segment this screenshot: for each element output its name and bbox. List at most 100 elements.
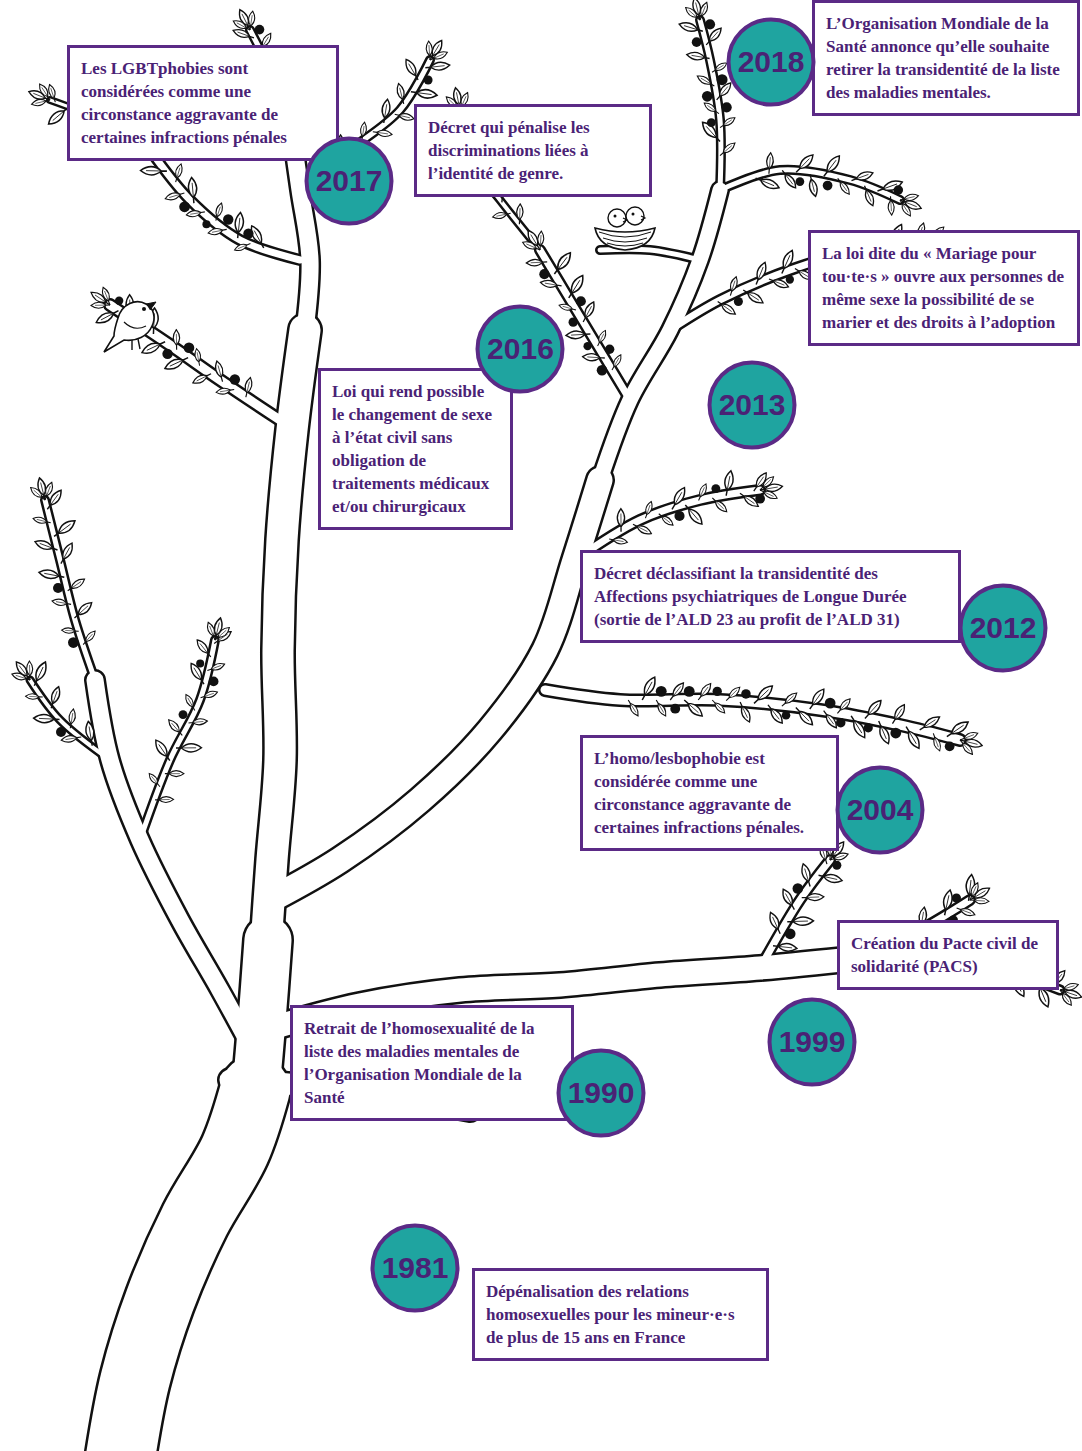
berry <box>711 484 720 493</box>
leaf <box>200 689 219 700</box>
leaf <box>206 661 225 673</box>
leaf <box>610 353 624 371</box>
leaf <box>233 241 251 253</box>
berry <box>864 723 873 732</box>
leaf <box>232 27 255 41</box>
year-circle: 2012 <box>958 583 1048 673</box>
leaf <box>31 660 50 687</box>
branch-outline <box>150 150 300 260</box>
year-label: 1990 <box>568 1076 635 1110</box>
year-label: 2018 <box>738 45 805 79</box>
berry <box>741 689 751 699</box>
leaf <box>741 287 765 306</box>
leaf <box>862 698 884 721</box>
leaf <box>188 177 198 203</box>
berry <box>795 177 804 186</box>
leaf <box>194 638 213 659</box>
berry <box>707 118 716 127</box>
leaf <box>657 511 675 527</box>
leaf <box>247 11 256 31</box>
year-circle: 2017 <box>304 136 394 226</box>
leaf <box>897 198 912 217</box>
leaf <box>773 942 798 952</box>
leaf <box>1059 982 1079 993</box>
leaf <box>835 697 852 715</box>
leaf <box>682 697 705 719</box>
leaf <box>380 99 391 124</box>
leaf <box>767 911 783 935</box>
berry <box>702 91 713 102</box>
berry <box>825 698 836 709</box>
nest <box>595 207 655 250</box>
branch-outline <box>120 1090 255 1451</box>
leaf <box>67 708 76 728</box>
leaf <box>100 286 112 306</box>
year-circle: 1981 <box>370 1223 460 1313</box>
leaf <box>565 273 586 300</box>
berry <box>68 637 79 648</box>
leaf <box>38 568 65 581</box>
berry <box>684 686 695 697</box>
berry <box>836 718 846 728</box>
event-text: La loi dite du « Mariage pour tou·te·s »… <box>822 242 1066 334</box>
leaf <box>737 701 753 724</box>
berry <box>243 229 253 239</box>
leaf <box>617 509 624 532</box>
year-circle: 2013 <box>707 360 797 450</box>
leaf <box>33 714 59 723</box>
year-label: 2013 <box>719 388 786 422</box>
berry <box>890 728 901 739</box>
berry <box>705 19 715 29</box>
leaf <box>216 387 235 396</box>
leaf <box>595 329 608 347</box>
leaf <box>818 872 843 885</box>
leaf <box>704 26 724 48</box>
leaf <box>516 204 523 225</box>
event-text: Décret qui pénalise les discriminations … <box>428 116 638 185</box>
leaf <box>213 625 231 642</box>
leaf <box>753 261 769 286</box>
year-label: 2012 <box>970 611 1037 645</box>
leaf <box>684 5 702 22</box>
leaf <box>194 348 202 366</box>
leaf <box>668 681 687 702</box>
berry <box>692 37 702 47</box>
year-circle: 1999 <box>767 997 857 1087</box>
leaf <box>697 1 709 21</box>
year-circle: 2004 <box>835 765 925 855</box>
berry <box>782 711 791 720</box>
leaf <box>754 174 780 191</box>
branch-body <box>150 150 300 260</box>
leaf <box>566 330 591 339</box>
leaf <box>37 82 52 101</box>
berry <box>597 365 608 376</box>
leaf <box>956 905 976 918</box>
leaf <box>703 101 721 116</box>
event-box: La loi dite du « Mariage pour tou·te·s »… <box>808 230 1080 346</box>
event-text: L’homo/lesbophobie est considérée comme … <box>594 747 825 839</box>
berry <box>196 660 204 668</box>
leaf <box>34 538 59 554</box>
leaf <box>876 178 904 195</box>
leaf <box>26 661 33 680</box>
berry <box>583 342 591 350</box>
leaf <box>42 481 54 501</box>
leaf <box>165 771 184 777</box>
leaf <box>58 541 76 565</box>
branch-body <box>545 690 960 740</box>
bird-and-nest <box>104 207 655 352</box>
event-text: Dépénalisation des relations homosexuell… <box>486 1280 755 1349</box>
leaf <box>426 41 433 60</box>
leaf <box>51 598 71 607</box>
year-label: 2004 <box>847 793 914 827</box>
leaf <box>918 714 942 733</box>
berry <box>56 727 66 737</box>
year-circle: 2016 <box>475 304 565 394</box>
leaf <box>780 691 799 709</box>
year-circle: 2018 <box>726 17 816 107</box>
year-label: 1981 <box>382 1251 449 1285</box>
leaf <box>551 250 574 276</box>
berry <box>894 185 903 194</box>
leaf <box>727 276 739 297</box>
berry <box>424 76 433 85</box>
